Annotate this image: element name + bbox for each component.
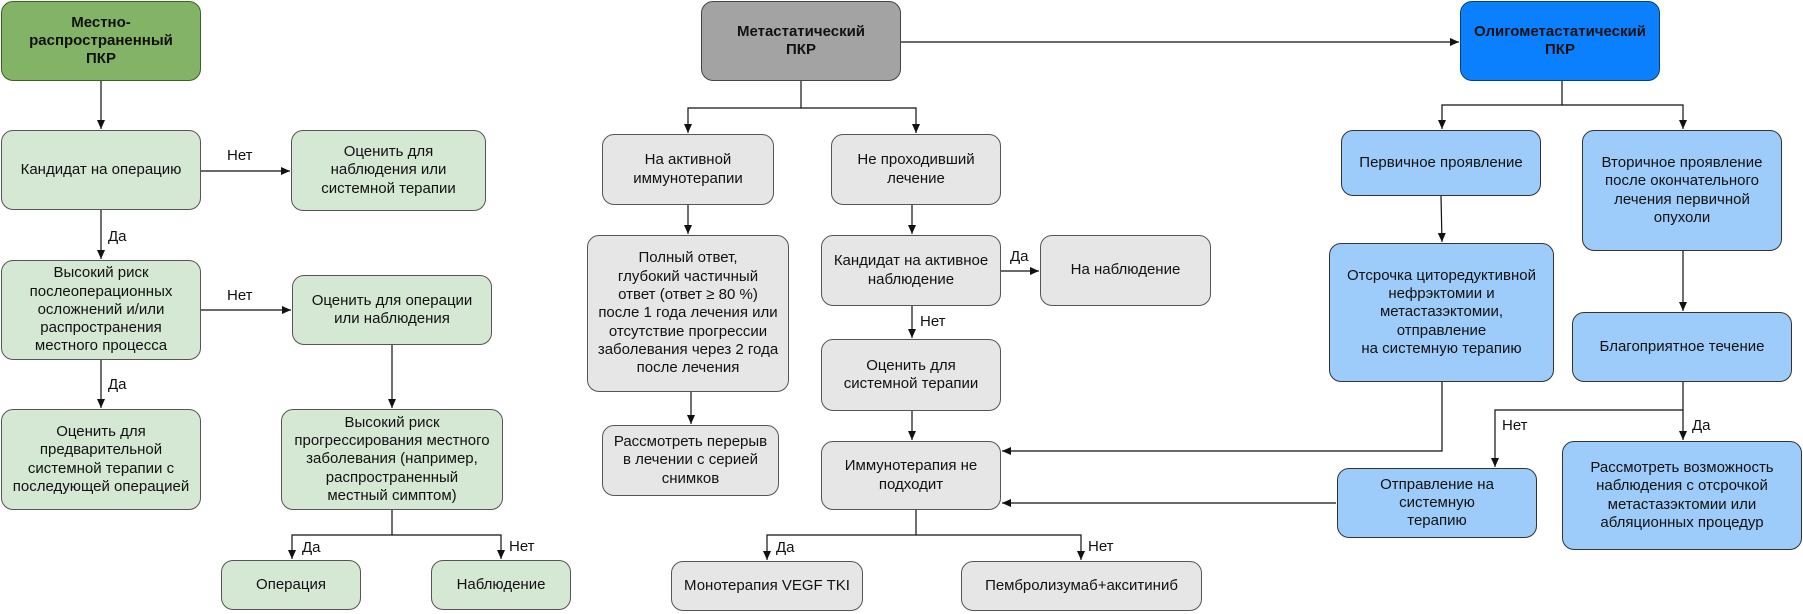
node-favorable-course: Благоприятное течение <box>1572 312 1792 382</box>
edge-label-yes: Да <box>776 539 795 556</box>
edge-label-yes: Да <box>108 228 127 245</box>
edge-label-no: Нет <box>227 147 253 164</box>
edge-label-no: Нет <box>227 287 253 304</box>
edge-immuno-unsuitable-to-pembro <box>916 534 1085 560</box>
edge-immuno-unsuitable-to-vegf <box>763 510 917 560</box>
edge-defer-to-immuno-unsuitable <box>1002 382 1443 455</box>
node-send-to-systemic-therapy: Отправление на системную терапию <box>1337 468 1537 538</box>
edge-label-no: Нет <box>920 313 946 330</box>
edge-favorable-to-send-sys <box>1491 382 1684 467</box>
node-defer-cytoreductive: Отсрочка циторедуктивной нефрэктомии и м… <box>1329 243 1554 382</box>
edge-label-yes: Да <box>1010 248 1029 265</box>
node-on-observation: На наблюдение <box>1040 235 1211 306</box>
edge-highrisk-prog-to-operation <box>288 510 393 559</box>
edge-label-no: Нет <box>1088 538 1114 555</box>
node-high-risk-progression: Высокий риск прогрессирования местного з… <box>281 409 503 510</box>
node-high-risk-postop: Высокий риск послеоперационных осложнени… <box>1 260 201 360</box>
node-eval-systemic-therapy: Оценить для системной терапии <box>821 339 1001 411</box>
node-eval-presystemic-therapy: Оценить для предварительной системной те… <box>1 409 201 510</box>
node-metastatic-rcc: Метастатический ПКР <box>701 1 901 81</box>
node-primary-presentation: Первичное проявление <box>1341 130 1541 196</box>
edge-label-no: Нет <box>509 538 535 555</box>
node-active-observation-candidate: Кандидат на активное наблюдение <box>821 235 1001 306</box>
node-secondary-presentation: Вторичное проявление после окончательног… <box>1582 130 1782 251</box>
edge-highrisk-prog-to-observation <box>392 534 505 559</box>
node-consider-treatment-break: Рассмотреть перерыв в лечении с серией с… <box>602 425 779 496</box>
node-not-treated: Не проходивший лечение <box>831 134 1001 205</box>
edge-primary-to-defer <box>1437 195 1446 243</box>
node-active-immunotherapy: На активной иммунотерапии <box>602 134 774 205</box>
node-oligometastatic-rcc: Олигометастатический ПКР <box>1460 1 1660 81</box>
node-full-response: Полный ответ, глубокий частичный ответ (… <box>587 235 789 392</box>
node-candidate-for-surgery: Кандидат на операцию <box>1 130 201 210</box>
edge-oligo-split <box>1438 80 1563 129</box>
edge-metastatic-split <box>684 80 802 133</box>
node-immunotherapy-unsuitable: Иммунотерапия не подходит <box>821 441 1001 510</box>
node-pembrolizumab-axitinib: Пембролизумаб+акситиниб <box>961 561 1202 611</box>
edge-label-no: Нет <box>1502 417 1528 434</box>
edge-metastatic-to-not-treated <box>801 107 920 133</box>
node-consider-observation: Рассмотреть возможность наблюдения с отс… <box>1562 441 1802 550</box>
node-vegf-tki-monotherapy: Монотерапия VEGF TKI <box>671 561 863 611</box>
edge-label-yes: Да <box>302 539 321 556</box>
node-observation: Наблюдение <box>431 560 571 610</box>
node-eval-surgery-or-observation: Оценить для операции или наблюдения <box>292 275 492 345</box>
edge-label-yes: Да <box>108 376 127 393</box>
edge-label-yes: Да <box>1692 417 1711 434</box>
edge-oligo-to-secondary <box>1562 104 1687 129</box>
node-operation: Операция <box>221 560 361 610</box>
node-eval-observation-or-systemic: Оценить для наблюдения или системной тер… <box>291 130 486 211</box>
node-local-advanced-rcc: Местно- распространенный ПКР <box>1 1 201 81</box>
